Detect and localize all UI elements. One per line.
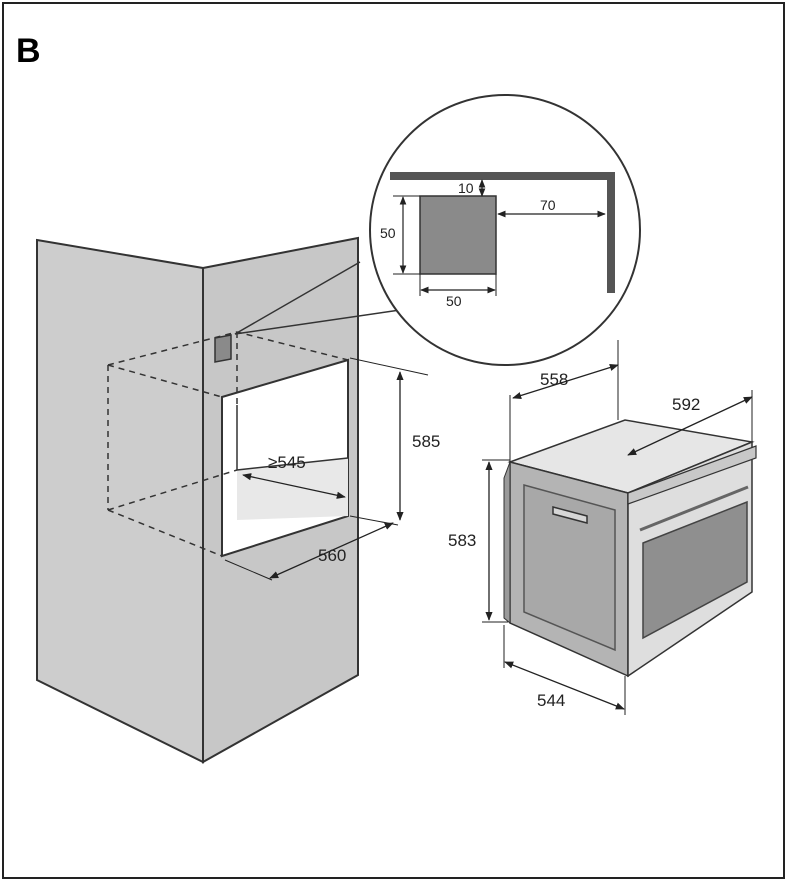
oven-window [642,500,748,640]
cabinet-left-face [36,238,204,764]
oven-control-strip [627,445,757,505]
detail-circle [369,94,641,366]
panel-label: B [16,32,41,70]
cabinet-unit: ≥545 560 585 [36,236,440,764]
oven-handle [552,506,588,524]
detail-wall-corner [390,172,615,293]
oven-side-panel [523,484,616,652]
dim-vent-height: 50 [380,225,396,241]
dim-oven-depth: 558 [540,370,568,389]
dim-vent-width: 50 [446,293,462,309]
dim-cabinet-width: 560 [318,546,346,565]
dim-gap-side: 70 [540,197,556,213]
vent-detail-callout: 10 70 50 50 [234,94,641,366]
dim-gap-top: 10 [458,180,474,196]
oven-front-handle [639,485,749,532]
dim-oven-body-depth: 544 [537,691,565,710]
dim-cabinet-height: 585 [412,432,440,451]
vent-opening [214,334,232,363]
detail-vent-square [419,195,497,275]
oven-unit: 558 592 583 544 [448,340,757,715]
dim-cabinet-depth: ≥545 [268,453,306,472]
dim-oven-height: 583 [448,531,476,550]
dim-oven-width: 592 [672,395,700,414]
